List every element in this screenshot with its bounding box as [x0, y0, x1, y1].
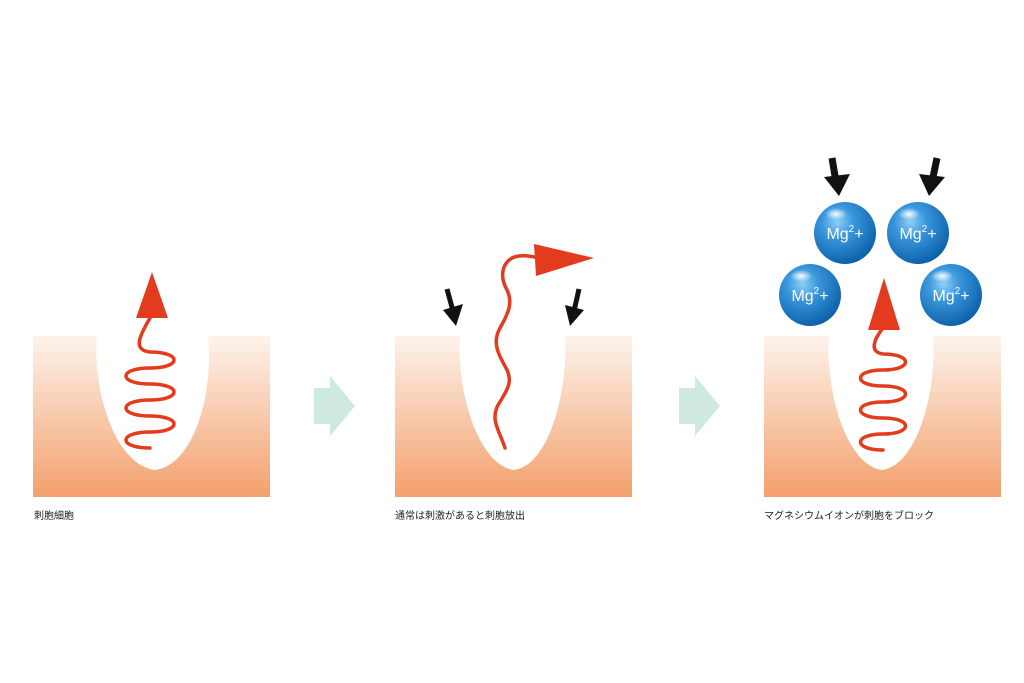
caption-stimulated: 通常は刺激があると刺胞放出	[395, 511, 525, 522]
step-arrow-1	[314, 376, 355, 436]
push-arrow	[919, 157, 945, 196]
panel-resting	[33, 272, 270, 497]
discharged-thread	[493, 253, 542, 450]
magnesium-ion: Mg2+	[814, 202, 876, 264]
coiled-thread	[859, 326, 907, 452]
coiled-thread	[124, 316, 176, 450]
stimulus-arrow	[565, 288, 584, 326]
thread-arrowhead	[534, 244, 594, 276]
cell-body	[395, 336, 632, 497]
svg-text:Mg2+: Mg2+	[826, 224, 863, 243]
svg-text:Mg2+: Mg2+	[791, 286, 828, 305]
magnesium-ion: Mg2+	[920, 264, 982, 326]
thread-arrowhead	[868, 278, 900, 330]
svg-text:Mg2+: Mg2+	[899, 224, 936, 243]
step-arrow-2	[679, 376, 720, 436]
svg-text:Mg2+: Mg2+	[932, 286, 969, 305]
cell-body	[33, 336, 270, 497]
magnesium-ion: Mg2+	[887, 202, 949, 264]
caption-resting: 刺胞細胞	[34, 511, 74, 522]
panel-stimulated	[395, 244, 632, 497]
cell-body	[764, 336, 1001, 497]
thread-arrowhead	[136, 272, 168, 318]
caption-blocked: マグネシウムイオンが刺胞をブロック	[764, 511, 934, 522]
panel-blocked: Mg2+ Mg2+ Mg2+ Mg2+	[764, 157, 1001, 497]
magnesium-ion: Mg2+	[779, 264, 841, 326]
push-arrow	[824, 157, 850, 196]
stimulus-arrow	[443, 288, 463, 326]
